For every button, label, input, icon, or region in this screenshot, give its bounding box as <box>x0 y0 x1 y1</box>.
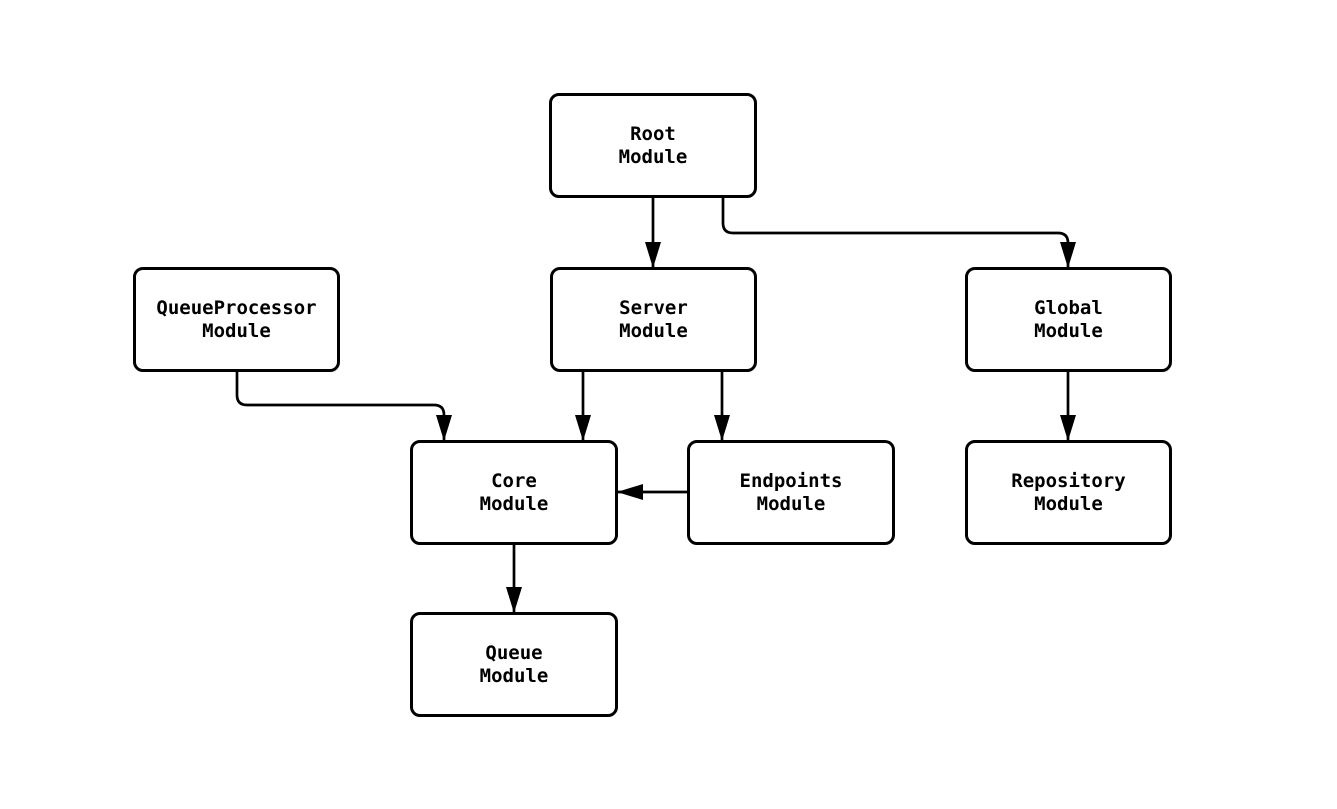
node-label: Queue Module <box>479 641 549 687</box>
node-queue: Queue Module <box>410 612 618 717</box>
node-label: QueueProcessor Module <box>156 296 317 342</box>
node-global: Global Module <box>965 267 1172 372</box>
node-label: Endpoints Module <box>739 469 843 515</box>
node-root: Root Module <box>549 93 757 198</box>
edge-queueprocessor-to-core <box>235 372 452 441</box>
node-server: Server Module <box>550 267 757 372</box>
node-label: Core Module <box>479 469 549 515</box>
node-label: Server Module <box>619 296 688 342</box>
edge-root-to-global <box>721 198 1076 268</box>
node-label: Root Module <box>618 122 688 168</box>
node-repository: Repository Module <box>965 440 1172 545</box>
node-label: Repository Module <box>1011 469 1126 515</box>
node-queueprocessor: QueueProcessor Module <box>133 267 340 372</box>
node-core: Core Module <box>410 440 618 545</box>
node-endpoints: Endpoints Module <box>687 440 895 545</box>
node-label: Global Module <box>1034 296 1103 342</box>
